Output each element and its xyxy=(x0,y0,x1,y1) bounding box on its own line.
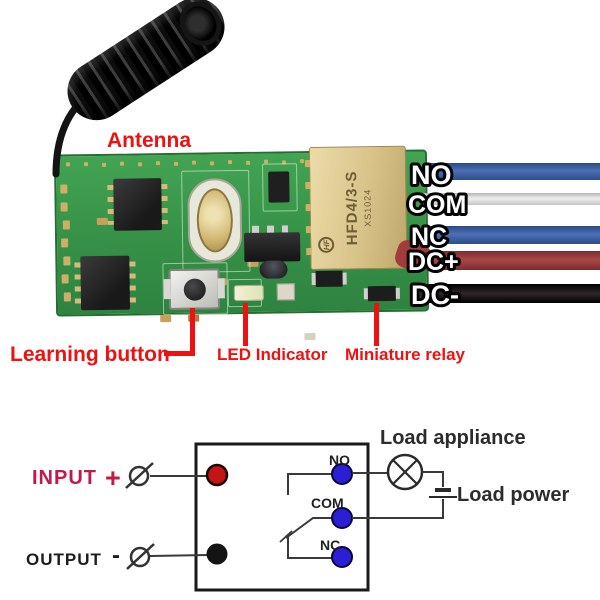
wire-dc-minus xyxy=(420,284,600,303)
miniature-relay-label: Miniature relay xyxy=(345,345,465,364)
miniature-relay-driver xyxy=(367,285,396,302)
learning-button[interactable] xyxy=(168,268,221,311)
wire-com xyxy=(420,193,600,205)
nc-terminal-label: NC xyxy=(320,537,340,553)
resistor xyxy=(276,283,295,301)
transistor xyxy=(268,171,290,203)
relay-contact-symbol xyxy=(279,473,332,559)
learning-button-pointer-line xyxy=(190,308,195,356)
miniature-relay: HFD4/3-S XS1024 HF xyxy=(304,145,408,271)
smd-diode xyxy=(315,270,343,287)
relay-batch-text: XS1024 xyxy=(362,188,373,227)
relay-logo: HF xyxy=(318,236,335,253)
com-terminal-label: COM xyxy=(311,495,344,511)
com-terminal xyxy=(331,507,353,529)
wire-no xyxy=(420,163,600,180)
output-sign: - xyxy=(112,542,120,569)
lamp-icon xyxy=(386,453,424,491)
wire-nc xyxy=(420,226,600,244)
input-sign: + xyxy=(105,463,121,493)
smd-components xyxy=(96,217,108,226)
led-indicator xyxy=(233,284,264,302)
wiring-diagram: INPUT + OUTPUT - NO COM NC xyxy=(26,427,569,592)
antenna-label: Antenna xyxy=(107,129,191,152)
capacitor xyxy=(259,260,288,279)
load-appliance-label: Load appliance xyxy=(380,427,526,449)
output-label: OUTPUT xyxy=(26,550,102,569)
relay-model-text: HFD4/3-S xyxy=(343,170,362,246)
decoder-ic xyxy=(80,255,131,311)
input-lead xyxy=(125,462,208,489)
input-terminal-icon xyxy=(128,465,150,487)
voltage-regulator xyxy=(243,232,301,262)
learning-button-cap[interactable] xyxy=(183,278,206,301)
output-terminal-icon xyxy=(129,546,151,568)
led-pointer-line xyxy=(243,303,248,346)
load-power-label: Load power xyxy=(457,484,569,506)
dc-plus-terminal xyxy=(205,463,229,487)
nc-terminal xyxy=(331,546,353,568)
relay-pointer-line xyxy=(374,303,379,346)
load-circuit xyxy=(352,453,457,519)
wire-dc-plus xyxy=(420,251,600,270)
dc-minus-terminal xyxy=(206,543,228,565)
learning-button-label: Learning button xyxy=(10,343,170,366)
no-terminal-label: NO xyxy=(329,452,350,468)
battery-icon xyxy=(429,488,457,498)
output-lead xyxy=(126,543,209,570)
led-indicator-label: LED Indicator xyxy=(217,345,328,364)
input-label: INPUT xyxy=(32,467,97,489)
learning-button-pointer-line xyxy=(164,351,194,356)
